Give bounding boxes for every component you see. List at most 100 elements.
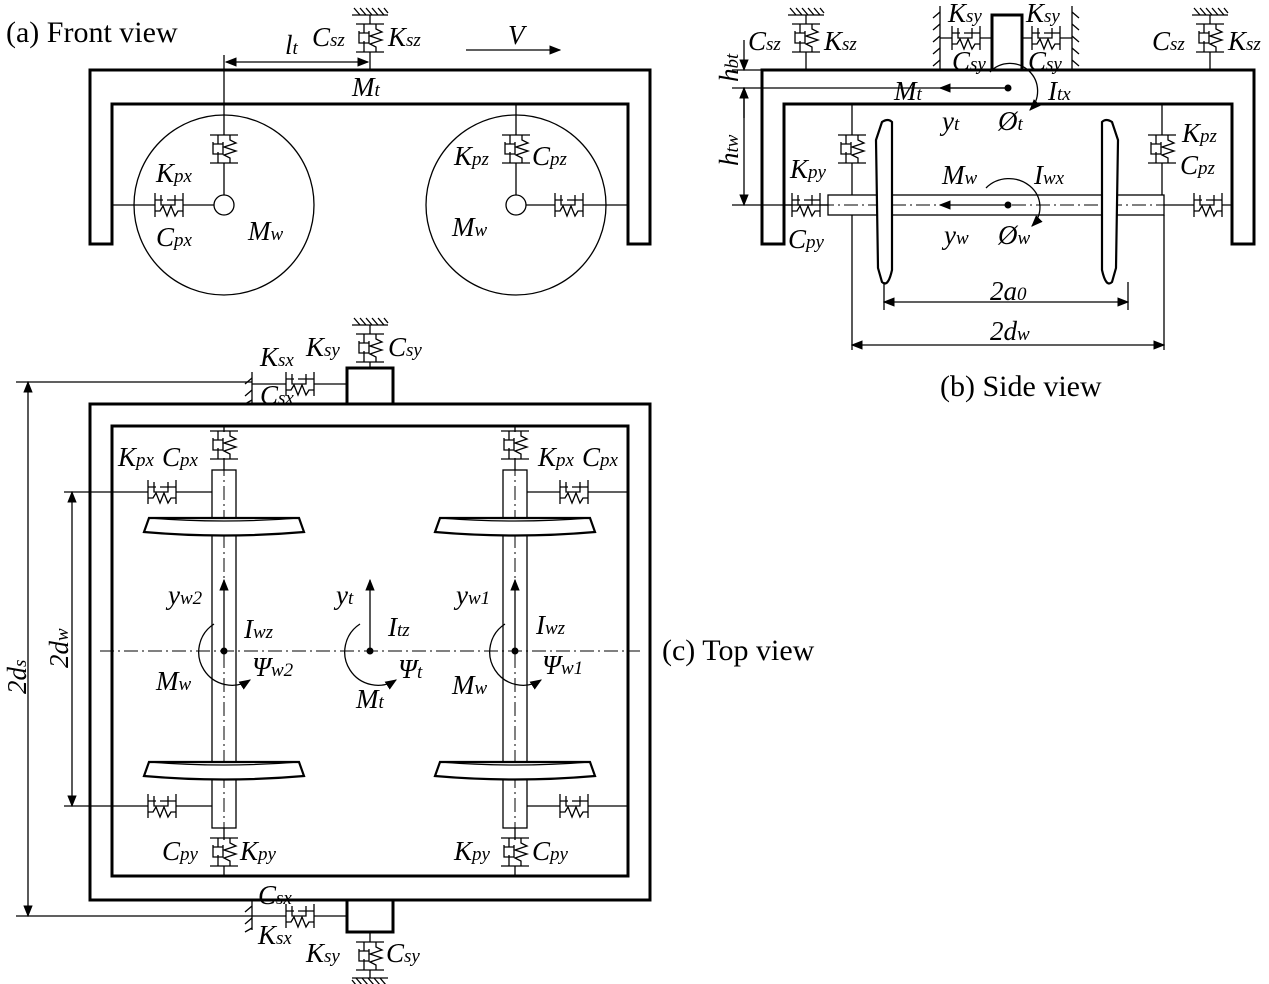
top-label-csy-lower: Csy <box>386 938 420 968</box>
side-label-ksz-right: Ksz <box>1227 26 1261 56</box>
top-label-csx-upper: Csx <box>260 380 294 410</box>
top-primary-longitudinal-right-upper <box>559 479 589 505</box>
top-label-mw-right: Mw <box>451 670 488 700</box>
top-label-cpy-right: Cpy <box>532 836 569 866</box>
front-label-mw-left: Mw <box>247 216 284 246</box>
side-label-yt: yt <box>939 106 960 136</box>
front-label-mw-right: Mw <box>451 212 488 242</box>
top-label-iwz-right: Iwz <box>535 610 566 640</box>
side-label-dw: 2dw <box>990 316 1030 346</box>
side-roll-arrow-wheelset <box>985 178 1043 227</box>
top-primary-longitudinal-right-lower <box>559 793 589 819</box>
top-secondary-lateral-lower <box>355 941 385 971</box>
front-longitudinal-suspension-left <box>154 192 184 218</box>
top-primary-right-lower <box>500 837 530 867</box>
top-label-psiw2: Ψw2 <box>252 652 294 682</box>
top-label-mt: Mt <box>355 684 385 714</box>
side-wheel-left <box>874 118 894 285</box>
side-secondary-right <box>1195 23 1225 53</box>
top-label-yw1: yw1 <box>453 580 490 610</box>
front-view-caption: (a) Front view <box>6 16 178 49</box>
side-primary-vertical-right <box>1147 134 1177 164</box>
front-primary-suspension-left <box>209 134 239 164</box>
side-label-mt: Mt <box>893 76 923 106</box>
top-label-cpx-right: Cpx <box>582 442 619 472</box>
front-bogie-frame <box>88 68 652 246</box>
top-label-yw2: yw2 <box>165 580 203 610</box>
top-wheel-right-upper <box>433 516 597 537</box>
side-primary-vertical-left <box>837 134 867 164</box>
side-primary-lateral-right <box>1193 192 1223 218</box>
front-label-lt: lt <box>285 30 299 60</box>
top-label-kpy-right: Kpy <box>453 836 491 866</box>
front-label-v: V <box>508 20 528 50</box>
top-label-ksy-lower: Ksy <box>305 938 340 968</box>
top-label-ksy-upper: Ksy <box>305 332 340 362</box>
side-label-itx: Itx <box>1047 76 1071 106</box>
top-primary-left-lower <box>209 837 239 867</box>
front-label-cpz: Cpz <box>532 141 568 171</box>
top-wheel-right-lower <box>433 760 597 781</box>
side-label-kpz: Kpz <box>1181 118 1218 148</box>
side-label-phiw: Øw <box>997 220 1031 250</box>
front-secondary-suspension <box>355 23 385 53</box>
front-axle-left <box>213 194 235 216</box>
top-label-csx-lower: Csx <box>258 880 292 910</box>
top-primary-right-upper <box>500 430 530 460</box>
side-view-caption: (b) Side view <box>940 370 1102 403</box>
top-wheel-left-lower <box>142 760 306 781</box>
side-label-iwx: Iwx <box>1033 160 1065 190</box>
front-longitudinal-suspension-right <box>554 192 584 218</box>
top-label-cpy-left: Cpy <box>162 836 199 866</box>
top-wheel-left-upper <box>142 516 306 537</box>
front-ground-hatch <box>351 7 389 16</box>
front-wheel-right <box>425 114 607 296</box>
top-label-yt: yt <box>333 580 354 610</box>
side-label-phit: Øt <box>997 106 1024 136</box>
top-center-post-upper <box>345 366 395 406</box>
side-label-csy-right: Csy <box>1028 46 1062 76</box>
top-view: Ksx Ksy Csy Csx Kpx Cpx Kpx Cpx 2ds 2dw … <box>2 317 815 984</box>
side-label-csz-left: Csz <box>748 26 781 56</box>
side-label-ksy-right: Ksy <box>1025 0 1060 28</box>
front-label-ksz: Ksz <box>387 22 421 52</box>
front-primary-suspension-right <box>501 134 531 164</box>
front-label-kpz: Kpz <box>453 141 490 171</box>
top-view-caption: (c) Top view <box>662 634 815 667</box>
top-label-psit: Ψt <box>398 654 423 684</box>
front-axle-right <box>505 194 527 216</box>
top-primary-longitudinal-left-upper <box>147 479 177 505</box>
side-label-kpy: Kpy <box>789 154 827 184</box>
top-label-mw-left: Mw <box>155 666 192 696</box>
front-label-kpx: Kpx <box>155 158 193 188</box>
side-label-hbt: hbt <box>714 53 744 82</box>
side-wheel-right <box>1100 118 1120 285</box>
side-roll-arrow-frame <box>989 62 1041 111</box>
top-label-ds: 2ds <box>2 660 32 694</box>
side-label-yw: yw <box>941 220 969 250</box>
side-label-cpy: Cpy <box>788 224 825 254</box>
side-label-a0: 2a0 <box>990 276 1027 306</box>
top-label-psiw1: Ψw1 <box>542 650 583 680</box>
front-view: (a) Front view lt Csz Ksz V Mt Kpx Cpx <box>6 7 652 296</box>
top-primary-longitudinal-left-lower <box>147 793 177 819</box>
side-label-csy-left: Csy <box>952 46 986 76</box>
top-primary-left-upper <box>209 430 239 460</box>
front-label-mt: Mt <box>351 72 381 102</box>
front-label-csz: Csz <box>312 22 345 52</box>
side-secondary-left <box>791 23 821 53</box>
side-bogie-frame <box>760 68 1256 246</box>
top-label-ksx-upper: Ksx <box>259 342 294 372</box>
top-label-cpx-left: Cpx <box>162 442 199 472</box>
side-label-cpz: Cpz <box>1180 150 1216 180</box>
side-label-mw: Mw <box>941 160 978 190</box>
top-label-dw: 2dw <box>44 628 74 668</box>
side-center-post <box>990 13 1024 72</box>
top-label-ksx-lower: Ksx <box>257 920 292 950</box>
side-view: Csz Ksz Ksy Ksy Csy Csy Csz Ksz hbt htw … <box>714 0 1261 403</box>
side-label-ksy-left: Ksy <box>947 0 982 28</box>
top-label-iwz-left: Iwz <box>243 614 274 644</box>
top-label-itz: Itz <box>387 612 410 642</box>
side-label-ksz-left: Ksz <box>823 26 857 56</box>
